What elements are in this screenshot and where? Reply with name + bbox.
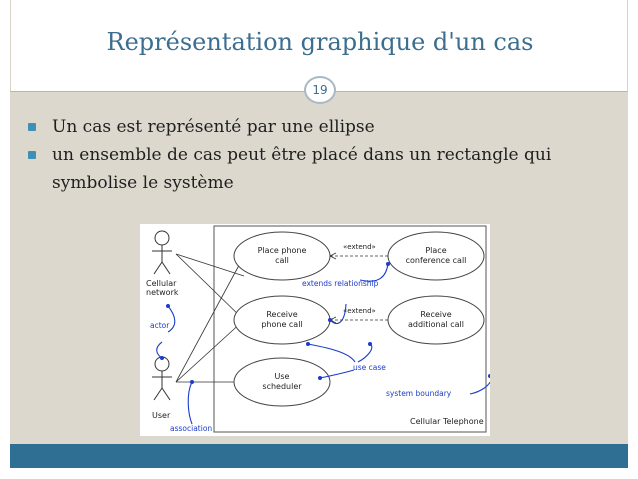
association-lines xyxy=(175,253,245,383)
extend-arrowhead-icon xyxy=(329,252,337,260)
use-case-scheduler xyxy=(233,357,331,407)
actor-user-icon xyxy=(152,356,172,401)
slide: Représentation graphique d'un cas 19 Un … xyxy=(10,0,628,479)
bullet-text: Un cas est représenté par une ellipse xyxy=(52,117,375,137)
footer-bar xyxy=(10,444,628,468)
slide-title: Représentation graphique d'un cas xyxy=(106,28,534,56)
annotation-actor: actor xyxy=(150,321,170,330)
footer-gap xyxy=(10,468,628,479)
system-boundary-rect xyxy=(213,225,487,433)
bullet-item: un ensemble de cas peut être placé dans … xyxy=(24,141,624,197)
bullet-item: Un cas est représenté par une ellipse xyxy=(24,113,624,141)
page-number: 19 xyxy=(304,76,336,104)
bullet-text: un ensemble de cas peut être placé dans … xyxy=(52,145,552,193)
annotation-use-case: use case xyxy=(353,363,386,372)
annotation-system-boundary: system boundary xyxy=(386,389,452,398)
bullet-list: Un cas est représenté par une ellipse un… xyxy=(24,113,624,197)
bullet-marker-icon xyxy=(28,151,36,159)
bullet-marker-icon xyxy=(28,123,36,131)
extend-label: «extend» xyxy=(343,243,376,251)
actor-network-icon xyxy=(152,230,172,275)
extend-label: «extend» xyxy=(343,307,376,315)
actor-user-label: User xyxy=(152,411,171,420)
annotation-association: association xyxy=(170,424,212,433)
title-bar: Représentation graphique d'un cas xyxy=(10,0,628,91)
system-label: Cellular Telephone xyxy=(410,417,484,426)
annotation-extends-relationship: extends relationship xyxy=(302,279,379,288)
